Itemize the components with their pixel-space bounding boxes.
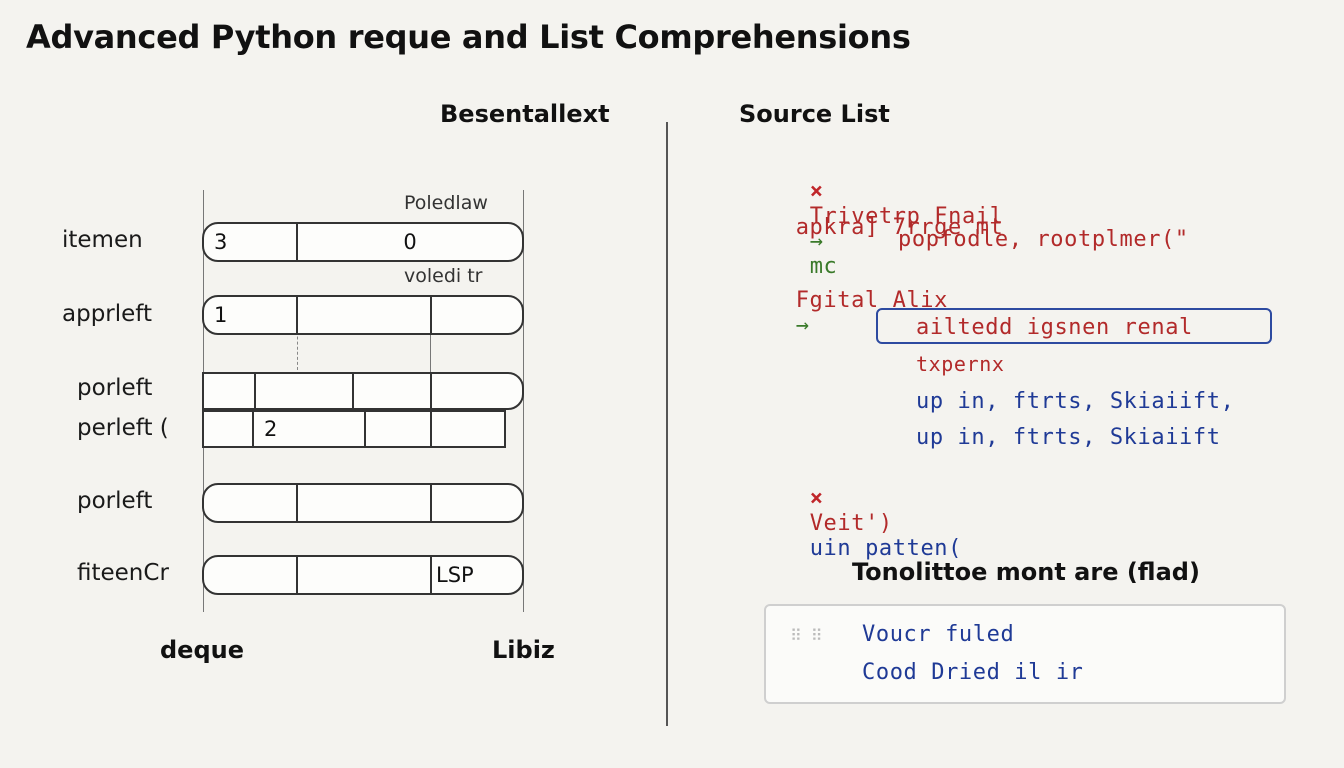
deque-cell	[430, 295, 524, 335]
code-text: Trivetrp Fnail	[809, 204, 1004, 229]
row-label-itemen: itemen	[62, 227, 143, 253]
row-label-fiteencr: fiteenCr	[77, 560, 169, 586]
deque-cell	[202, 555, 298, 595]
deque-cell	[352, 372, 432, 410]
bracket-right	[523, 190, 524, 612]
output-box	[764, 604, 1286, 704]
code-text: uin patten(	[809, 536, 962, 561]
deque-cell	[430, 410, 506, 448]
deque-cell	[430, 372, 524, 410]
deque-cell: 1	[202, 295, 298, 335]
deque-cell	[296, 483, 432, 523]
code-line-9: × Veit') uin patten(	[782, 461, 962, 561]
arrow-right-icon: →	[809, 229, 824, 254]
bottom-label-deque: deque	[160, 636, 244, 664]
code-text: apkra] 7rrge mt	[795, 215, 1004, 240]
right-panel-heading: Source List	[739, 100, 890, 128]
row-label-porleft: porleft	[77, 375, 153, 401]
panel-divider	[666, 122, 668, 726]
code-text: Veit')	[809, 511, 893, 536]
deque-row-porleft-2	[202, 483, 524, 523]
code-line-8: up in, ftrts, Skiaiift	[916, 425, 1221, 450]
cross-icon: ×	[809, 179, 824, 204]
row-label-apprleft: apprleft	[62, 301, 153, 327]
deque-cell	[202, 483, 298, 523]
code-line-7: up in, ftrts, Skiaiift,	[916, 389, 1235, 414]
deque-cell	[254, 372, 354, 410]
code-text: mc	[809, 254, 838, 279]
output-heading: Tonolittoe mont are (flad)	[852, 558, 1200, 586]
annotation-poledlaw: Poledlaw	[404, 192, 488, 214]
code-line-1: × Trivetrp Fnail → mc	[782, 154, 1004, 279]
deque-cell: 3	[202, 222, 298, 262]
deque-cell	[364, 410, 432, 448]
code-line-5: ailtedd igsnen renal	[916, 315, 1193, 340]
deque-row-porleft	[202, 372, 524, 410]
highlight-box	[876, 308, 1272, 344]
deque-cell	[202, 410, 254, 448]
drag-handle-icon: ⠿ ⠿	[790, 626, 825, 645]
deque-cell	[202, 372, 256, 410]
deque-cell: 0	[296, 222, 524, 262]
deque-cell	[296, 555, 432, 595]
code-line-2: apkra] 7rrge mt	[768, 190, 1003, 240]
cross-icon: ×	[809, 486, 824, 511]
deque-row-perleft: 2	[202, 410, 506, 448]
code-line-6: txpernx	[916, 352, 1005, 376]
row-label-perleft: perleft (	[77, 415, 169, 441]
deque-cell	[296, 295, 432, 335]
annotation-voledi: voledi tr	[404, 265, 483, 287]
page-title: Advanced Python reque and List Comprehen…	[26, 18, 911, 56]
bracket-mid	[297, 296, 299, 446]
deque-cell	[430, 483, 524, 523]
output-line-1: Voucr fuled	[862, 622, 1015, 647]
output-line-2: Cood Dried il ir	[862, 660, 1084, 685]
deque-cell: 2	[252, 410, 366, 448]
arrow-right-icon: →	[795, 313, 810, 338]
bracket-mid-2	[430, 296, 431, 446]
deque-cell: LSP	[430, 555, 524, 595]
code-line-3: popfodle, rootplmer("	[898, 227, 1189, 252]
deque-row-itemen: 3 0	[202, 222, 524, 262]
bottom-label-libiz: Libiz	[492, 636, 555, 664]
row-label-porleft-2: porleft	[77, 488, 153, 514]
deque-row-fiteencr: LSP	[202, 555, 524, 595]
left-panel-heading: Besentallext	[440, 100, 610, 128]
deque-row-apprleft: 1	[202, 295, 524, 335]
